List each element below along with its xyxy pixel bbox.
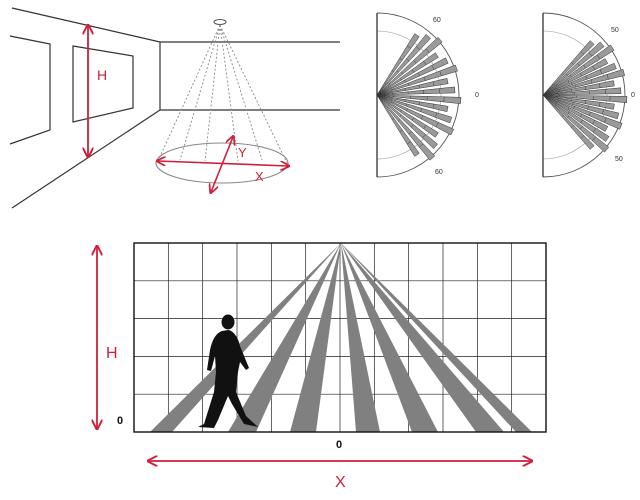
pattern-left: 60 0 60: [377, 13, 479, 177]
pattern-left-top-angle: 60: [433, 17, 441, 24]
beam-fan: [377, 34, 461, 161]
coverage-origin-x: 0: [336, 439, 342, 451]
floor-edge-left: [12, 110, 160, 208]
pattern-right-bottom-angle: 50: [615, 156, 623, 163]
room-dimensions: H Y X: [88, 26, 288, 192]
pattern-left-bottom-angle: 60: [435, 169, 443, 176]
left-window: [10, 36, 50, 144]
pattern-right: 50 0 50: [543, 13, 635, 177]
room-height-label: H: [97, 67, 107, 83]
ceiling-sensor-icon: [214, 20, 226, 25]
coverage-width-label: X: [335, 474, 346, 491]
wall-window: [73, 46, 133, 122]
sensor-cone: [156, 20, 288, 184]
pattern-right-top-angle: 50: [611, 27, 619, 34]
pattern-left-mid-angle: 0: [475, 92, 479, 99]
coverage-origin-y: 0: [117, 415, 123, 427]
room-perspective: [10, 8, 340, 208]
room-x-label: X: [255, 169, 264, 184]
pattern-right-mid-angle: 0: [631, 92, 635, 99]
coverage-height-label: H: [106, 345, 118, 362]
coverage-beams: [150, 243, 532, 432]
ceiling-edge-left: [12, 8, 160, 42]
room-y-label: Y: [238, 145, 247, 160]
coverage-section: H 0 0 X: [97, 243, 546, 491]
